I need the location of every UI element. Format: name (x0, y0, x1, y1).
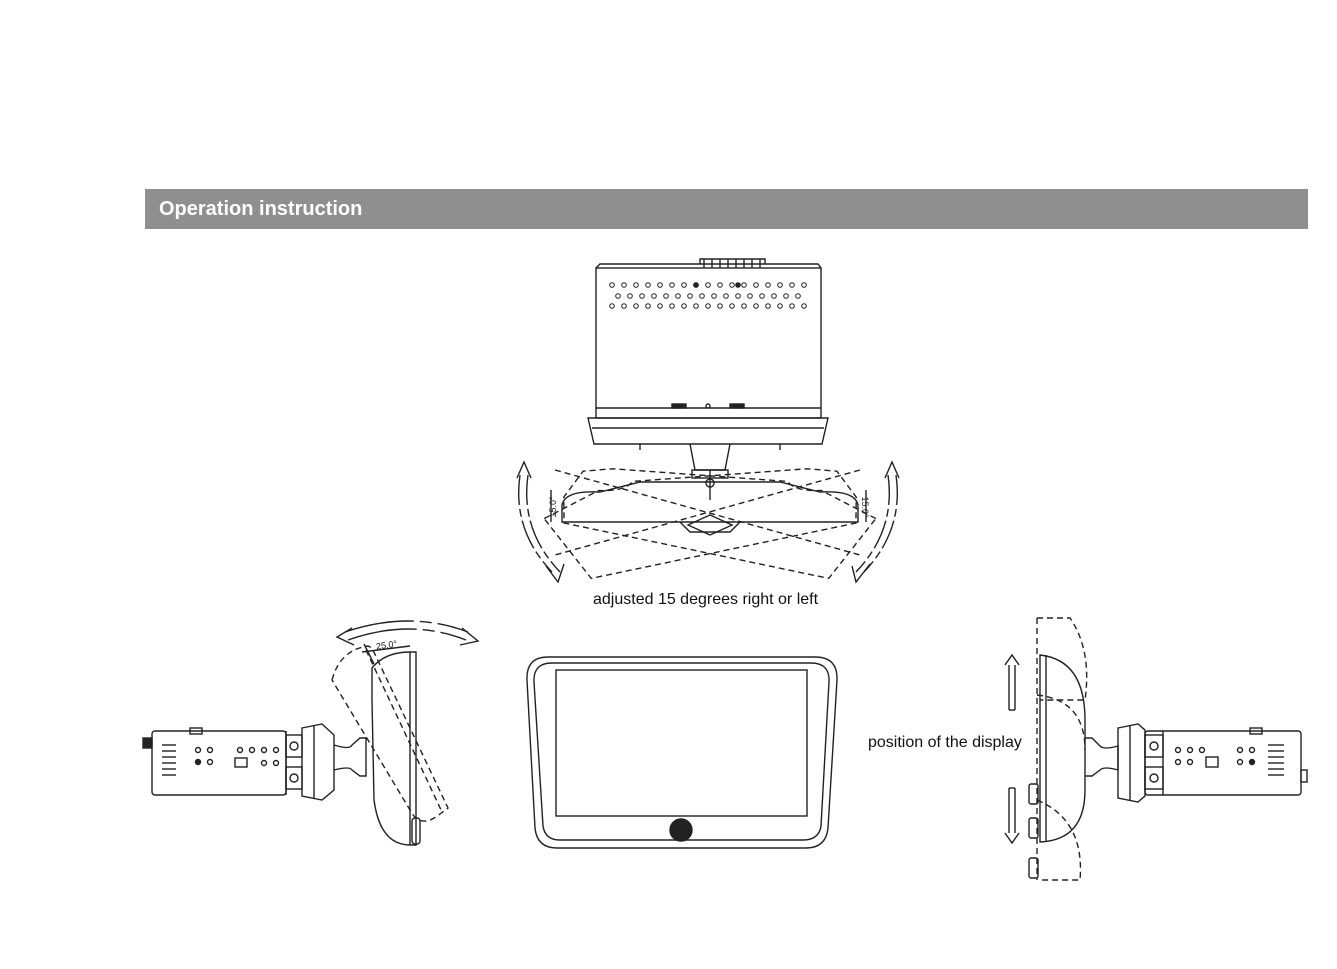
left-view-display (372, 652, 420, 845)
front-view-screen (556, 670, 807, 816)
left-view-display-tilted (332, 646, 448, 821)
right-view-mount (1085, 724, 1145, 802)
right-view-head-unit (1145, 728, 1307, 795)
position-caption: position of the display (868, 734, 1022, 752)
position-arrow-up-icon (1005, 655, 1019, 710)
left-view-head-unit (143, 728, 302, 795)
right-view-display-positions (1037, 618, 1087, 880)
top-view-vent-holes (610, 283, 807, 309)
angle-label-right: 15.0° (860, 496, 870, 518)
left-view-mount (302, 724, 366, 800)
front-view-knob (670, 819, 692, 841)
rotate-arrow-left-icon (517, 462, 564, 582)
top-view-pivot (688, 470, 732, 535)
tilt-arrow-icon (337, 621, 478, 645)
rotate-arrow-right-icon (852, 462, 899, 582)
tilt-angle-label: 25.0° (375, 639, 398, 652)
position-arrow-down-icon (1005, 788, 1019, 843)
angle-label-left: 15.0° (548, 496, 558, 518)
front-view-display (527, 657, 837, 848)
rotation-caption: adjusted 15 degrees right or left (593, 591, 818, 609)
top-view-display-rotated (541, 427, 879, 601)
